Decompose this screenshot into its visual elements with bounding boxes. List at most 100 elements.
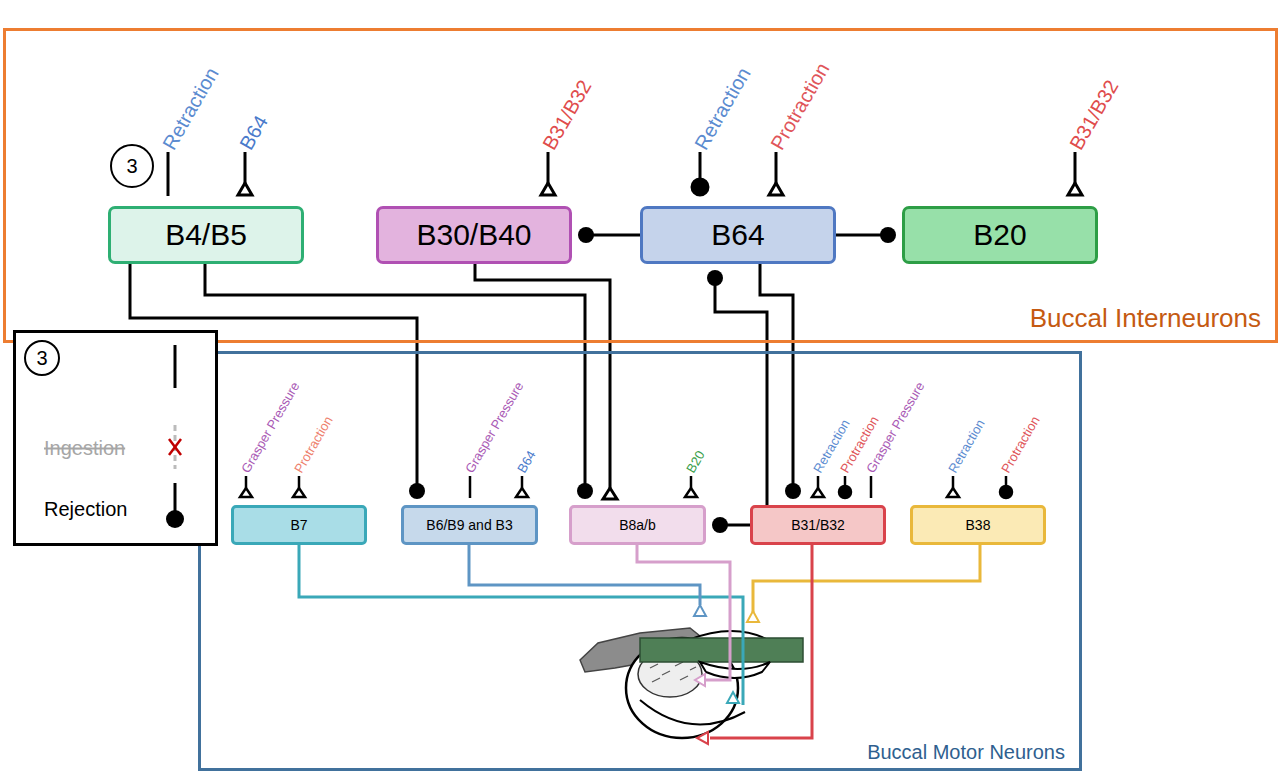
motor-output-wires-part	[694, 605, 706, 616]
buccal-mass-illustration-part	[700, 662, 770, 678]
inhibitory-dot	[712, 517, 728, 533]
callout-number: 3	[126, 155, 137, 178]
motor-output-wires-part	[697, 732, 708, 744]
input-label: B31/B32	[538, 76, 596, 154]
synapse-symbols-part	[692, 179, 708, 195]
neuron-box: B20	[902, 206, 1098, 264]
neuron-name: B38	[966, 517, 991, 533]
buccal-mass-illustration-part-part	[650, 664, 658, 668]
synaptic-connection	[836, 227, 896, 243]
legend-text: 3	[36, 347, 47, 370]
motor-output-wires-part	[727, 692, 739, 703]
input-label: B20	[685, 448, 710, 476]
region-box: Buccal Interneurons B4/B5 B30/B40 B64 B20	[3, 28, 1278, 343]
inhibitory-dot	[578, 227, 594, 243]
motor-output-wires-part	[710, 545, 812, 738]
neuron-name: B20	[973, 218, 1026, 253]
input-label: Protraction	[293, 414, 337, 476]
input-label: Retraction	[947, 417, 990, 476]
legend-text: Ingestion	[44, 437, 125, 460]
neuron-name: B6/B9 and B3	[426, 517, 512, 533]
buccal-mass-illustration-part	[650, 662, 696, 682]
connector-line	[760, 264, 793, 491]
synapse-symbols-part	[244, 152, 247, 184]
input-label: Grasper Pressure	[240, 379, 304, 475]
legend-box: 3IngestionRejection	[13, 330, 218, 546]
synapse-symbols-part	[238, 183, 252, 195]
synaptic-connection	[712, 517, 750, 533]
synapse-symbols-part-part	[685, 488, 697, 497]
input-label: Protraction	[1000, 414, 1044, 476]
motor-output-wires-part	[469, 545, 700, 605]
synapse-symbols-part-part	[469, 476, 472, 498]
neuron-name: B8a/b	[619, 517, 656, 533]
synapse-symbols-part	[1068, 183, 1082, 195]
neuron-box: B7	[231, 505, 367, 545]
motor-output-wires-part	[747, 611, 759, 622]
buccal-mass-illustration	[580, 628, 803, 738]
motor-output-wires-part	[637, 545, 730, 680]
neuron-name: B7	[290, 517, 307, 533]
inhibitory-dot	[409, 483, 425, 499]
synapse-symbols-part	[775, 152, 778, 184]
neuron-box: B8a/b	[569, 505, 706, 545]
legend-samples-part	[25, 341, 59, 375]
region-box: Buccal Motor Neurons B7 B6/B9 and B3 B8a/b B…	[198, 351, 1082, 771]
legend-samples-part	[174, 483, 177, 513]
synapse-symbols-part-part	[1000, 486, 1012, 498]
neuron-name: B64	[711, 218, 764, 253]
synaptic-connection	[475, 264, 617, 499]
inhibitory-dot	[880, 227, 896, 243]
input-label: Protraction	[766, 58, 834, 153]
buccal-mass-illustration-part	[640, 638, 803, 662]
synapse-symbols	[111, 145, 1082, 498]
inhibitory-dot	[577, 483, 593, 499]
input-label: Retraction	[158, 63, 223, 153]
motor-output-wires-part	[753, 545, 980, 612]
synapse-symbols-part	[111, 145, 153, 187]
synapse-symbols-part	[541, 183, 555, 195]
neuron-box: B31/B32	[750, 505, 886, 545]
synapse-symbols-part-part	[240, 488, 252, 497]
neuron-name: B4/B5	[165, 218, 247, 253]
synapse-symbols-part-part	[947, 488, 959, 497]
synapse-symbols-part	[240, 476, 1012, 498]
synapse-symbols-part-part	[870, 476, 873, 498]
legend-samples-part	[166, 510, 184, 528]
synapse-symbols-part-part	[839, 486, 851, 498]
input-label: Retraction	[690, 63, 755, 153]
synaptic-connection	[205, 264, 593, 499]
synapse-symbols-part-part	[812, 488, 824, 497]
neuron-box: B30/B40	[376, 206, 572, 264]
connector-line	[205, 264, 585, 491]
connector-line	[715, 278, 767, 505]
synapse-symbols-part	[547, 152, 550, 184]
synaptic-connection	[707, 270, 767, 505]
synapse-symbols-part	[1074, 152, 1077, 184]
neuron-box: B64	[640, 206, 836, 264]
input-label: B64	[516, 448, 541, 476]
neuron-box: B4/B5	[108, 206, 304, 264]
synapse-symbols-part-part	[293, 488, 305, 497]
buccal-mass-illustration-part-part	[662, 671, 670, 675]
region-heading: Buccal Motor Neurons	[867, 741, 1065, 764]
motor-output-wires-part	[695, 674, 705, 686]
legend-text: Rejection	[44, 498, 127, 521]
neuron-name: B31/B32	[791, 517, 845, 533]
buccal-mass-illustration-part-part	[680, 676, 688, 680]
motor-output-wires-part	[299, 545, 743, 705]
input-label: B31/B32	[1065, 76, 1123, 154]
connector-line	[475, 264, 610, 488]
buccal-mass-illustration-part-part	[652, 678, 660, 682]
buccal-mass-illustration-part-part	[690, 667, 696, 670]
legend-samples-part	[169, 439, 181, 455]
inhibitory-dot	[707, 270, 723, 286]
legend-samples-part	[169, 439, 181, 455]
motor-output-wires	[299, 545, 980, 744]
arrow-head	[603, 488, 617, 499]
synapse-symbols-part	[167, 152, 170, 196]
region-heading: Buccal Interneurons	[1030, 304, 1261, 334]
neuron-box: B38	[910, 505, 1046, 545]
neuron-box: B6/B9 and B3	[401, 505, 538, 545]
connector-line	[586, 234, 640, 237]
